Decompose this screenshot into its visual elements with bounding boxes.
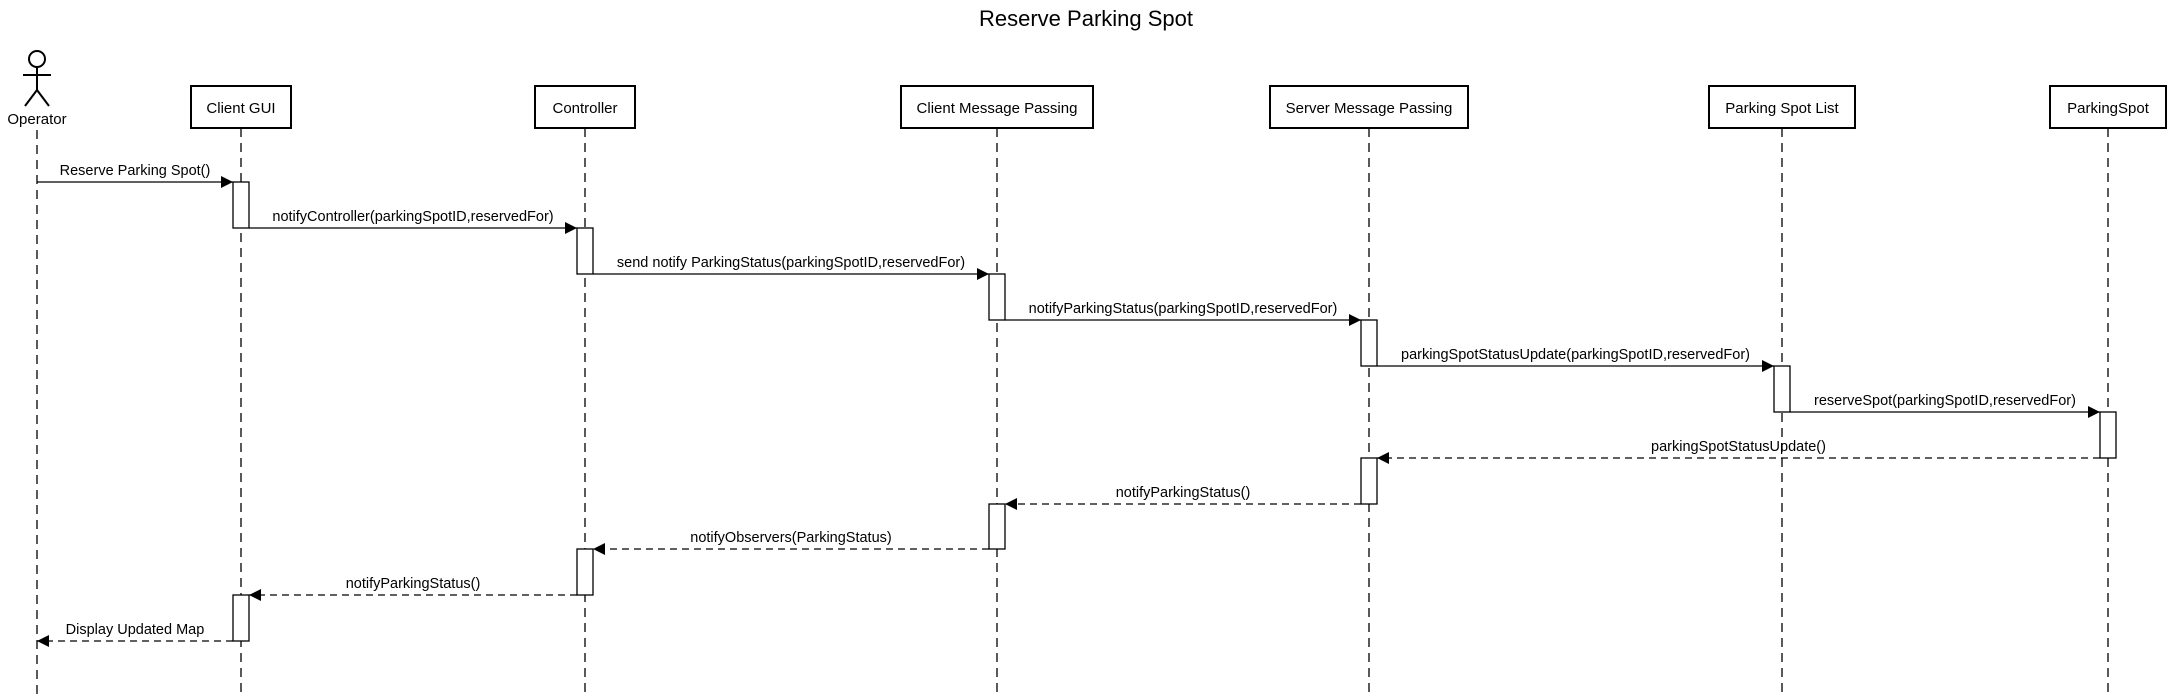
message-10: notifyParkingStatus() — [249, 576, 577, 601]
actor-label: Operator — [7, 111, 66, 128]
participant-parking-spot: ParkingSpot — [2049, 85, 2167, 129]
participant-box — [534, 85, 636, 129]
participant-client-message-passing: Client Message Passing — [900, 85, 1094, 129]
activation-bar-client-gui — [232, 594, 250, 642]
diagram-title: Reserve Parking Spot — [979, 6, 1193, 31]
activation-bar-client-gui — [232, 181, 250, 229]
message-6: reserveSpot(parkingSpotID,reservedFor) — [1790, 393, 2100, 418]
activation-bar-client-message-passing — [988, 503, 1006, 550]
message-1: Reserve Parking Spot() — [37, 163, 233, 188]
participant-box — [2049, 85, 2167, 129]
message-label: notifyParkingStatus() — [1116, 485, 1251, 501]
message-label: notifyParkingStatus() — [346, 576, 481, 592]
activation-bar-server-message-passing — [1360, 457, 1378, 505]
activation-bar-parking-spot — [2099, 411, 2117, 459]
participant-box — [1708, 85, 1856, 129]
activation-bar-client-message-passing — [988, 273, 1006, 321]
participant-box — [900, 85, 1094, 129]
message-3: send notify ParkingStatus(parkingSpotID,… — [593, 255, 989, 280]
message-label: parkingSpotStatusUpdate(parkingSpotID,re… — [1401, 347, 1750, 363]
message-label: reserveSpot(parkingSpotID,reservedFor) — [1814, 393, 2076, 409]
message-label: send notify ParkingStatus(parkingSpotID,… — [617, 255, 965, 271]
activation-bar-parking-spot-list — [1773, 365, 1791, 413]
message-label: Reserve Parking Spot() — [60, 163, 211, 179]
activation-bar-controller — [576, 548, 594, 596]
message-label: notifyParkingStatus(parkingSpotID,reserv… — [1029, 301, 1338, 317]
participant-parking-spot-list: Parking Spot List — [1708, 85, 1856, 129]
participants: Client GUI Controller Client Message Passi… — [190, 85, 2167, 129]
participant-box — [1269, 85, 1469, 129]
participant-label: ParkingSpot — [2067, 100, 2150, 117]
message-7: parkingSpotStatusUpdate() — [1377, 439, 2100, 464]
activation-bar-server-message-passing — [1360, 319, 1378, 367]
activation-bar-controller — [576, 227, 594, 275]
message-label: notifyController(parkingSpotID,reservedF… — [272, 209, 553, 225]
participant-label: Parking Spot List — [1725, 100, 1839, 117]
activation-bars — [232, 181, 2117, 642]
message-label: notifyObservers(ParkingStatus) — [690, 530, 891, 546]
participant-controller: Controller — [534, 85, 636, 129]
participant-label: Client Message Passing — [917, 100, 1078, 117]
actor-operator: Operator — [7, 50, 67, 128]
message-9: notifyObservers(ParkingStatus) — [593, 530, 989, 555]
message-5: parkingSpotStatusUpdate(parkingSpotID,re… — [1377, 347, 1774, 372]
stick-figure-actor-icon — [23, 50, 51, 107]
message-label: Display Updated Map — [66, 622, 205, 638]
participant-box — [190, 85, 292, 129]
participant-label: Controller — [552, 100, 617, 117]
participant-server-message-passing: Server Message Passing — [1269, 85, 1469, 129]
participant-label: Server Message Passing — [1286, 100, 1453, 117]
message-8: notifyParkingStatus() — [1005, 485, 1361, 510]
messages: Reserve Parking Spot() notifyController(p… — [37, 163, 2100, 647]
participant-label: Client GUI — [206, 100, 275, 117]
participant-client-gui: Client GUI — [190, 85, 292, 129]
message-4: notifyParkingStatus(parkingSpotID,reserv… — [1005, 301, 1361, 326]
message-11: Display Updated Map — [37, 622, 233, 647]
message-2: notifyController(parkingSpotID,reservedF… — [249, 209, 577, 234]
message-label: parkingSpotStatusUpdate() — [1651, 439, 1826, 455]
